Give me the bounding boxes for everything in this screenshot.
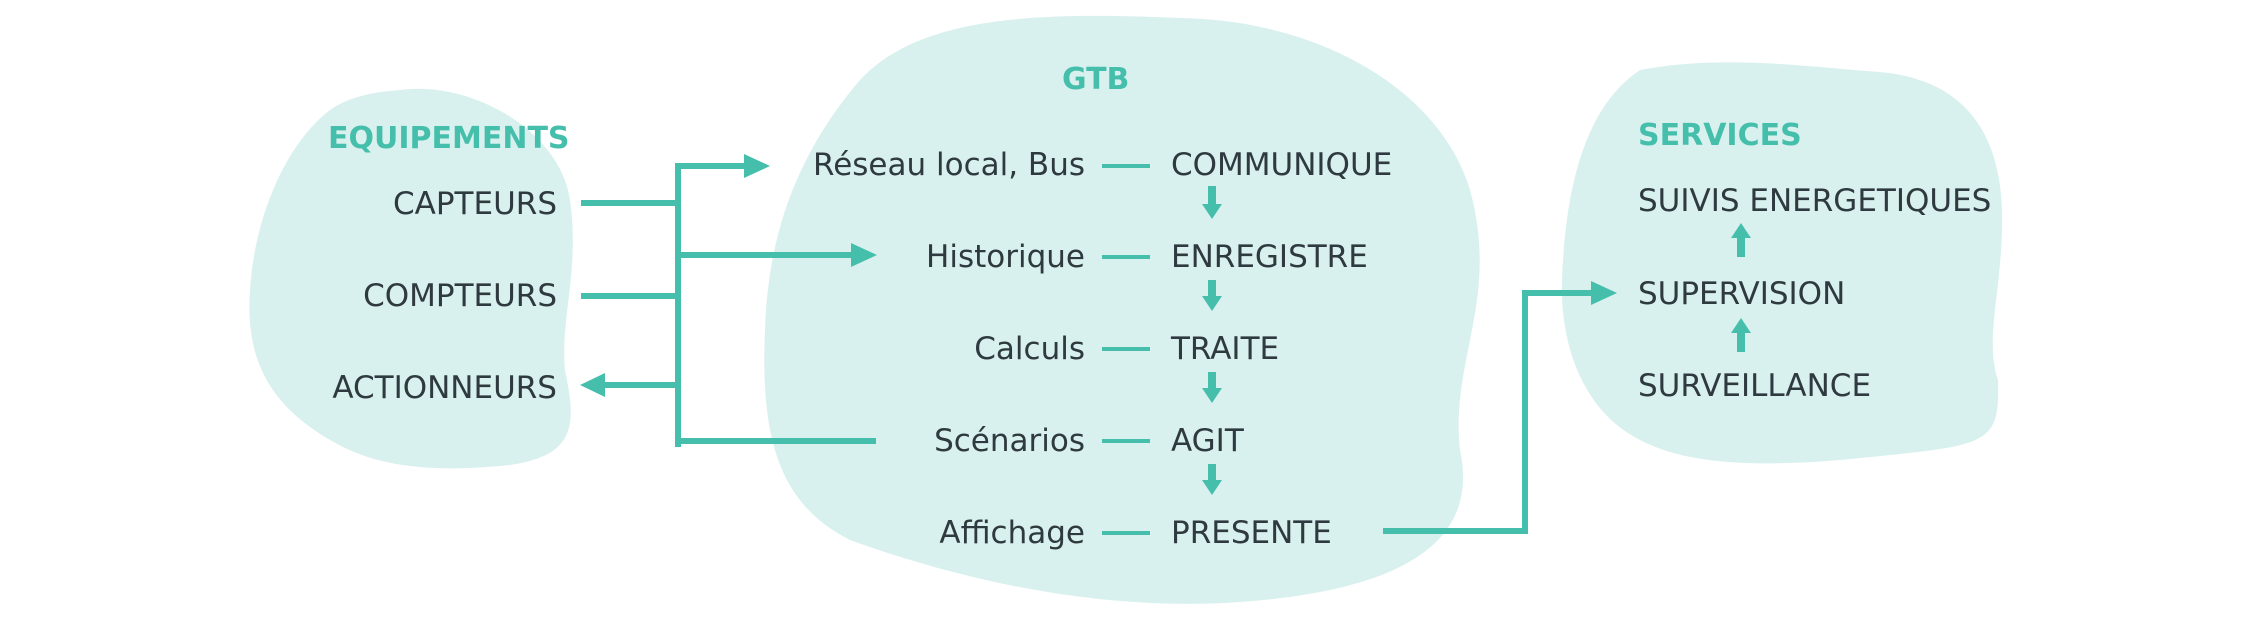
equipements-item-actionneurs: ACTIONNEURS	[332, 370, 557, 406]
arrow-to-historique	[851, 243, 877, 267]
gtb-left-historique: Historique	[926, 239, 1085, 275]
gtb-title: GTB	[1062, 62, 1129, 97]
equipements-connectors	[581, 163, 876, 447]
services-blob	[1561, 62, 2003, 464]
equipements-blob	[249, 88, 573, 469]
services-item-suivis: SUIVIS ENERGETIQUES	[1638, 183, 1991, 219]
services-up-arrows	[1731, 223, 1751, 352]
gtb-right-presente: PRESENTE	[1171, 515, 1332, 551]
gtb-right-agit: AGIT	[1171, 423, 1245, 459]
gtb-right-communique: COMMUNIQUE	[1171, 147, 1392, 183]
gtb-rows: Réseau local, Bus COMMUNIQUE Historique …	[813, 147, 1392, 551]
equipements-item-compteurs: COMPTEURS	[363, 278, 557, 314]
gtb-left-calculs: Calculs	[974, 331, 1085, 367]
gtb-right-traite: TRAITE	[1170, 331, 1279, 367]
services-item-surveillance: SURVEILLANCE	[1638, 368, 1871, 404]
services-title: SERVICES	[1638, 118, 1802, 153]
arrow-to-communique	[744, 154, 770, 178]
gtb-left-reseau: Réseau local, Bus	[813, 147, 1085, 183]
equipements-title: EQUIPEMENTS	[328, 121, 570, 156]
gtb-left-scenarios: Scénarios	[934, 423, 1085, 459]
gtb-blob	[764, 15, 1480, 604]
arrow-to-actionneurs	[580, 373, 605, 397]
presente-to-supervision	[1383, 281, 1617, 534]
gtb-left-affichage: Affichage	[939, 515, 1085, 551]
services-item-supervision: SUPERVISION	[1638, 276, 1845, 312]
gtb-right-enregistre: ENREGISTRE	[1171, 239, 1368, 275]
equipements-item-capteurs: CAPTEURS	[393, 186, 557, 222]
gtb-down-arrows	[1202, 186, 1222, 495]
